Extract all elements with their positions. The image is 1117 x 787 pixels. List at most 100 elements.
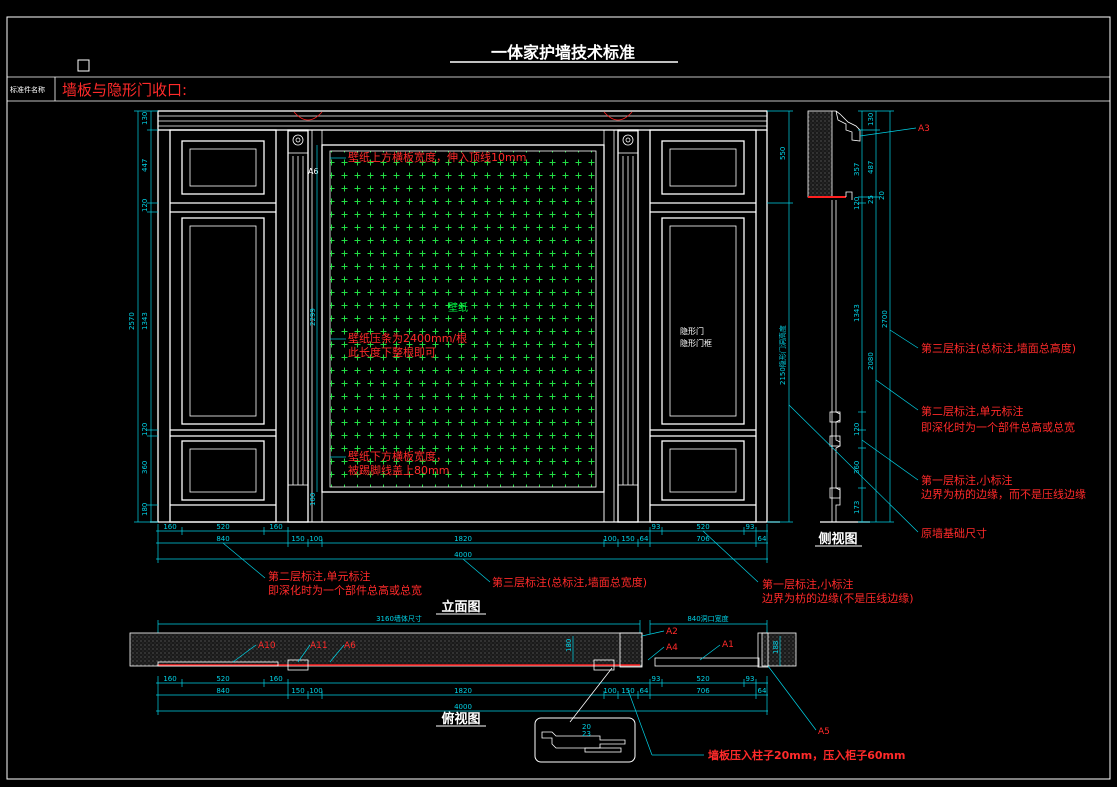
side-rail-joint <box>829 487 841 499</box>
wallpaper-base <box>321 491 605 523</box>
note-strip-1: 壁纸压条为2400mm/根 <box>348 331 467 345</box>
plan-marker-a10: A10 <box>258 641 276 651</box>
right-capital-ornament <box>622 134 634 146</box>
dim-left-total: 2570 <box>128 312 136 330</box>
door-label: 隐形门 <box>680 326 704 336</box>
dim-b2-706: 706 <box>696 535 710 543</box>
side-view: A3 25 20 357 120 1343 120 360 173 130 48… <box>788 110 1086 547</box>
side-dim-487: 487 <box>867 161 875 174</box>
detail-box <box>534 717 636 763</box>
side-caption: 侧视图 <box>818 531 857 547</box>
dim-left-120b: 120 <box>141 423 149 436</box>
left-upper-panel <box>181 140 265 195</box>
plan-b1-160b: 160 <box>269 675 282 683</box>
side-dim-120b: 120 <box>853 423 861 436</box>
anno-side-layer1-b: 边界为枋的边缘，而不是压线边缘 <box>921 487 1086 501</box>
plan-marker-a11: A11 <box>310 641 328 651</box>
door-upper-panel <box>661 140 745 195</box>
detail-profile <box>541 731 626 749</box>
plan-b1-520: 520 <box>216 675 229 683</box>
plan-b1-93: 93 <box>652 675 661 683</box>
detail-dim-23: 23 <box>582 730 591 738</box>
elevation-view: A6 壁纸 隐形门 隐形门框 壁 <box>128 110 914 615</box>
dim-b2-840: 840 <box>216 535 229 543</box>
anno-side-layer2-a: 第二层标注,单元标注 <box>921 404 1024 418</box>
dim-b2-64: 64 <box>640 535 649 543</box>
plan-b2-706: 706 <box>696 687 710 695</box>
dim-b2-100b: 100 <box>603 535 616 543</box>
dim-left-447: 447 <box>141 159 149 172</box>
anno-elev-layer3: 第三层标注(总标注,墙面总宽度) <box>492 575 647 589</box>
plan-b1-93b: 93 <box>746 675 755 683</box>
dim-b2-100: 100 <box>309 535 322 543</box>
door-lower-panel-inner <box>669 448 737 493</box>
dim-b1-520: 520 <box>216 523 229 531</box>
wallpaper-label: 壁纸 <box>448 301 468 314</box>
dim-left-120: 120 <box>141 199 149 212</box>
side-dim-ticks <box>858 110 894 523</box>
anno-side-layer2-b: 即深化时为一个部件总高或总宽 <box>921 420 1075 434</box>
side-wall <box>807 110 833 198</box>
plan-marker-a1: A1 <box>722 640 734 650</box>
side-leader-layer2 <box>875 379 919 411</box>
plan-post <box>593 659 615 671</box>
dim-left-130: 130 <box>141 112 149 125</box>
checkbox-square <box>77 59 90 72</box>
anno-side-layer1-a: 第一层标注,小标注 <box>921 473 1013 487</box>
plan-b2-150: 150 <box>291 687 304 695</box>
side-marker-a3: A3 <box>918 124 930 134</box>
side-dim-130: 130 <box>867 113 875 126</box>
plan-b2-100: 100 <box>309 687 322 695</box>
right-capital <box>617 130 639 154</box>
plan-b3-4000: 4000 <box>454 703 472 711</box>
row-label: 标准件名称 <box>10 85 45 94</box>
plan-post <box>287 659 309 671</box>
plan-panel-strip <box>157 661 279 667</box>
plan-b1-160: 160 <box>163 675 176 683</box>
side-leader-base <box>788 404 919 533</box>
dim-b2-150b: 150 <box>621 535 634 543</box>
dim-b2-1820: 1820 <box>454 535 472 543</box>
cornice <box>157 110 768 131</box>
plan-b2-840: 840 <box>216 687 229 695</box>
side-rail-joint <box>829 411 841 423</box>
side-leader-layer3 <box>889 329 919 349</box>
plan-depth-188: 188 <box>772 641 780 654</box>
anno-elev-layer1-b: 边界为枋的边缘(不是压线边缘) <box>762 591 914 605</box>
dim-left-1343: 1343 <box>141 312 149 330</box>
side-dim-357: 357 <box>853 163 861 176</box>
right-plinth <box>617 484 639 523</box>
dim-left-360: 360 <box>141 461 149 474</box>
side-rail-joint <box>829 435 841 447</box>
plan-opening-dim: 840洞口宽度 <box>687 614 728 623</box>
leader-layer3 <box>462 558 491 583</box>
plan-view: 3160墙体尺寸 840洞口宽度 A10 A11 A6 A2 A4 A1 A5 … <box>129 614 905 763</box>
plan-leader <box>647 646 665 661</box>
dim-b1-520b: 520 <box>696 523 709 531</box>
plan-leader <box>641 630 665 637</box>
elev-bottom-ticks <box>157 524 768 563</box>
anno-side-layer3: 第三层标注(总标注,墙面总高度) <box>921 341 1076 355</box>
detail-dim-20: 20 <box>582 723 591 731</box>
side-dim-1343: 1343 <box>853 304 861 322</box>
plan-wall-left <box>129 632 643 667</box>
plan-door <box>654 657 760 667</box>
plan-bottom-ticks <box>157 676 768 715</box>
plan-caption: 俯视图 <box>441 711 480 727</box>
anno-plan-note: 墙板压入柱子20mm，压入柜子60mm <box>708 748 905 762</box>
plan-pilaster-right <box>619 632 643 668</box>
plan-b1-520b: 520 <box>696 675 709 683</box>
detail-leader <box>569 667 613 723</box>
dim-b1-93: 93 <box>652 523 661 531</box>
dim-b2-64b: 64 <box>758 535 767 543</box>
plan-wall-dim: 3160墙体尺寸 <box>376 614 422 623</box>
note-strip-2: 此长度下整根即可 <box>348 345 436 359</box>
side-dim-2700: 2700 <box>881 310 889 328</box>
side-dim-173: 173 <box>853 501 861 514</box>
left-capital-ornament <box>292 134 304 146</box>
side-marker-leader <box>859 127 917 137</box>
detail-block <box>584 747 622 753</box>
side-panel-profile <box>831 200 841 522</box>
leader-layer2 <box>222 542 266 579</box>
